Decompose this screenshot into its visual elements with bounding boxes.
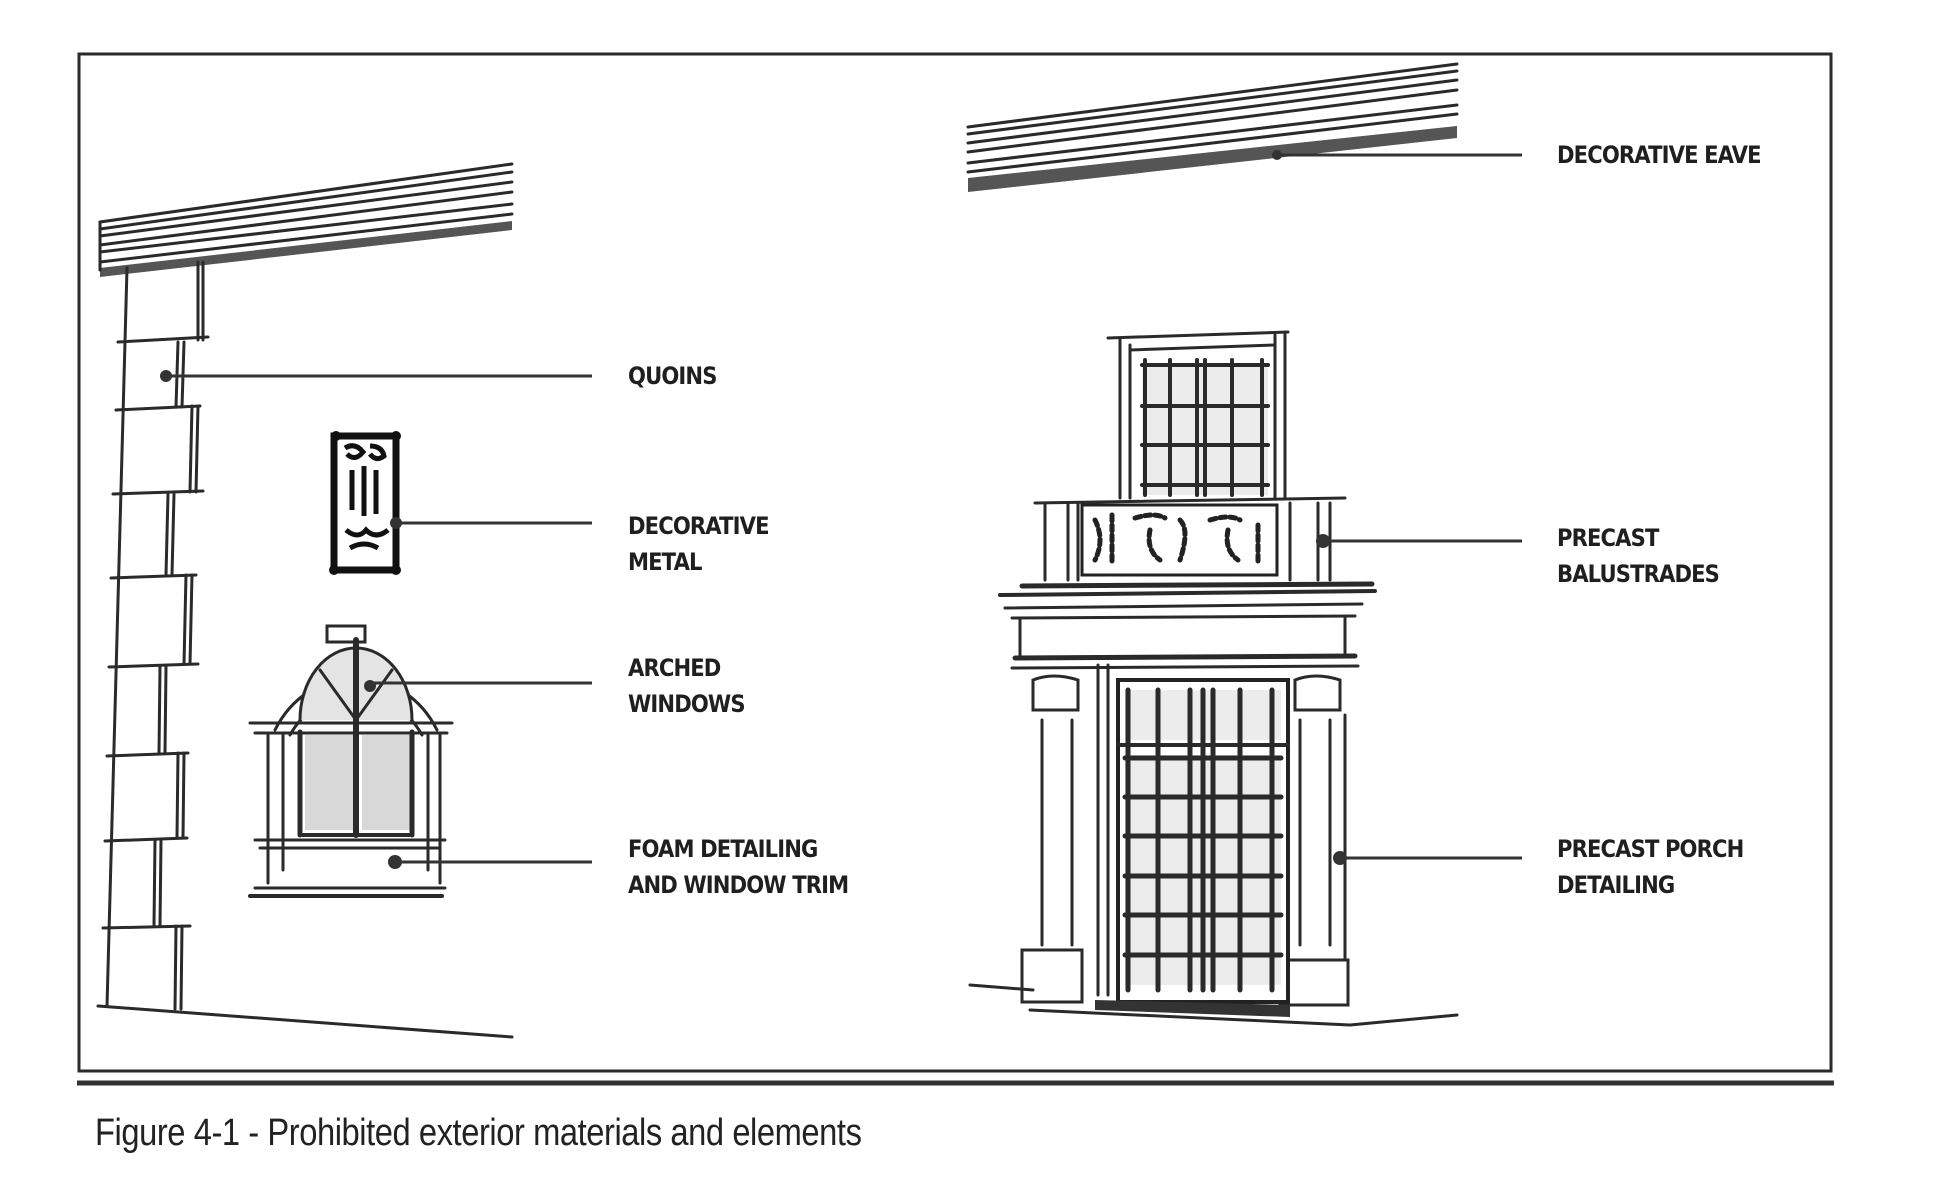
callout-foam-detailing: FOAM DETAILING AND WINDOW TRIM	[628, 831, 849, 903]
leader-decorative-metal	[390, 517, 592, 529]
callout-quoins: QUOINS	[628, 358, 717, 394]
callout-arched-windows: ARCHED WINDOWS	[628, 650, 746, 722]
decorative-metal-drawing	[329, 431, 401, 575]
callout-line: PRECAST	[1557, 524, 1659, 552]
callout-line: METAL	[628, 548, 702, 576]
callout-line: DETAILING	[1557, 871, 1675, 899]
leader-precast-porch	[1333, 851, 1522, 865]
figure-caption: Figure 4-1 - Prohibited exterior materia…	[95, 1112, 862, 1154]
callout-precast-balustrades: PRECAST BALUSTRADES	[1557, 520, 1720, 592]
leader-precast-balustrades	[1316, 534, 1522, 548]
callout-line: ARCHED	[628, 654, 721, 682]
leader-lines	[160, 150, 1522, 869]
callout-precast-porch: PRECAST PORCH DETAILING	[1557, 831, 1744, 903]
callout-line: BALUSTRADES	[1557, 560, 1720, 588]
callout-line: PRECAST PORCH	[1557, 835, 1744, 863]
callout-line: FOAM DETAILING	[628, 835, 818, 863]
callout-line: DECORATIVE	[628, 512, 770, 540]
callout-decorative-metal: DECORATIVE METAL	[628, 508, 770, 580]
right-eave-drawing	[966, 62, 1459, 192]
leader-quoins	[160, 370, 592, 382]
callout-line: AND WINDOW TRIM	[628, 871, 849, 899]
callout-decorative-eave: DECORATIVE EAVE	[1557, 137, 1762, 173]
porch-and-balcony-drawing	[968, 330, 1459, 1027]
left-eave-drawing	[98, 162, 514, 277]
leader-arched-windows	[364, 680, 592, 692]
leader-foam-detailing	[388, 855, 592, 869]
leader-decorative-eave	[1272, 150, 1522, 160]
quoin-column-drawing	[96, 260, 514, 1039]
callout-line: WINDOWS	[628, 690, 746, 718]
arched-window-drawing	[248, 624, 454, 898]
callout-line: QUOINS	[628, 362, 717, 390]
callout-line: DECORATIVE EAVE	[1557, 141, 1762, 169]
figure-frame	[77, 52, 1833, 1073]
